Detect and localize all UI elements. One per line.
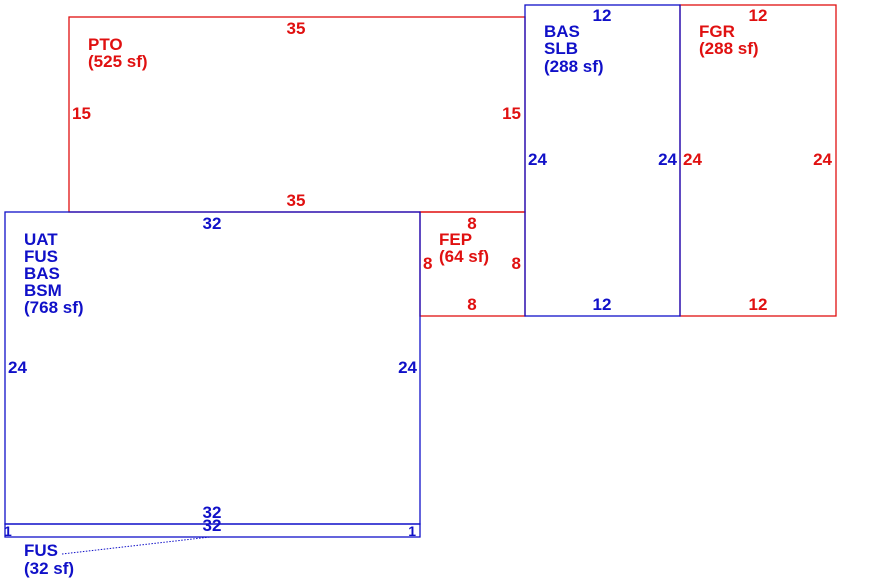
fgr-dim-left: 24: [683, 150, 702, 169]
fus-strip-dim-right: 1: [408, 523, 416, 539]
main-code-2: FUS: [24, 247, 58, 266]
fep-dim-left: 8: [423, 254, 432, 273]
area-pto[interactable]: PTO (525 sf) 35 35 15 15: [68, 16, 526, 213]
area-fgr[interactable]: FGR (288 sf) 12 12 24 24: [679, 4, 837, 317]
bas-slb-dim-right: 24: [658, 150, 677, 169]
bas-slb-code-1: BAS: [544, 22, 580, 41]
main-dim-right: 24: [398, 358, 417, 377]
fgr-dim-bottom: 12: [749, 295, 768, 314]
fgr-area: (288 sf): [699, 39, 759, 58]
fep-dim-top: 8: [467, 214, 476, 233]
fep-dim-right: 8: [512, 254, 521, 273]
fep-code: FEP: [439, 230, 472, 249]
main-dim-left: 24: [8, 358, 27, 377]
fep-area: (64 sf): [439, 247, 489, 266]
area-main[interactable]: UAT FUS BAS BSM (768 sf) 32 32 24 24: [4, 211, 421, 525]
main-dim-top: 32: [203, 214, 222, 233]
main-code-3: BAS: [24, 264, 60, 283]
area-bas-slb[interactable]: BAS SLB (288 sf) 12 12 24 24: [524, 4, 681, 317]
area-fep[interactable]: FEP (64 sf) 8 8 8 8: [419, 211, 526, 317]
bas-slb-outline: [524, 4, 681, 317]
fep-dim-bottom: 8: [467, 295, 476, 314]
main-code-4: BSM: [24, 281, 62, 300]
area-fus-strip[interactable]: 32 1 1 FUS (32 sf): [4, 516, 421, 578]
fus-strip-code: FUS: [24, 541, 58, 560]
fus-strip-area: (32 sf): [24, 559, 74, 578]
pto-outline: [68, 16, 526, 213]
main-outline: [4, 211, 421, 525]
fgr-dim-top: 12: [749, 6, 768, 25]
pto-dim-top: 35: [287, 19, 306, 38]
bas-slb-dim-top: 12: [593, 6, 612, 25]
pto-code: PTO: [88, 35, 123, 54]
fgr-dim-right: 24: [813, 150, 832, 169]
fus-strip-dim-top: 32: [203, 516, 222, 535]
fus-strip-dim-left: 1: [4, 523, 12, 539]
bas-slb-dim-bottom: 12: [593, 295, 612, 314]
bas-slb-code-2: SLB: [544, 39, 578, 58]
main-area: (768 sf): [24, 298, 84, 317]
main-dim-bottom: 32: [203, 503, 222, 522]
pto-dim-bottom: 35: [287, 191, 306, 210]
bas-slb-area: (288 sf): [544, 57, 604, 76]
pto-dim-right: 15: [502, 104, 521, 123]
fus-strip-outline: [4, 523, 421, 538]
fgr-code: FGR: [699, 22, 735, 41]
pto-area: (525 sf): [88, 52, 148, 71]
bas-slb-dim-left: 24: [528, 150, 547, 169]
fus-strip-leader-line: [61, 536, 211, 555]
pto-dim-left: 15: [72, 104, 91, 123]
main-code-1: UAT: [24, 230, 58, 249]
